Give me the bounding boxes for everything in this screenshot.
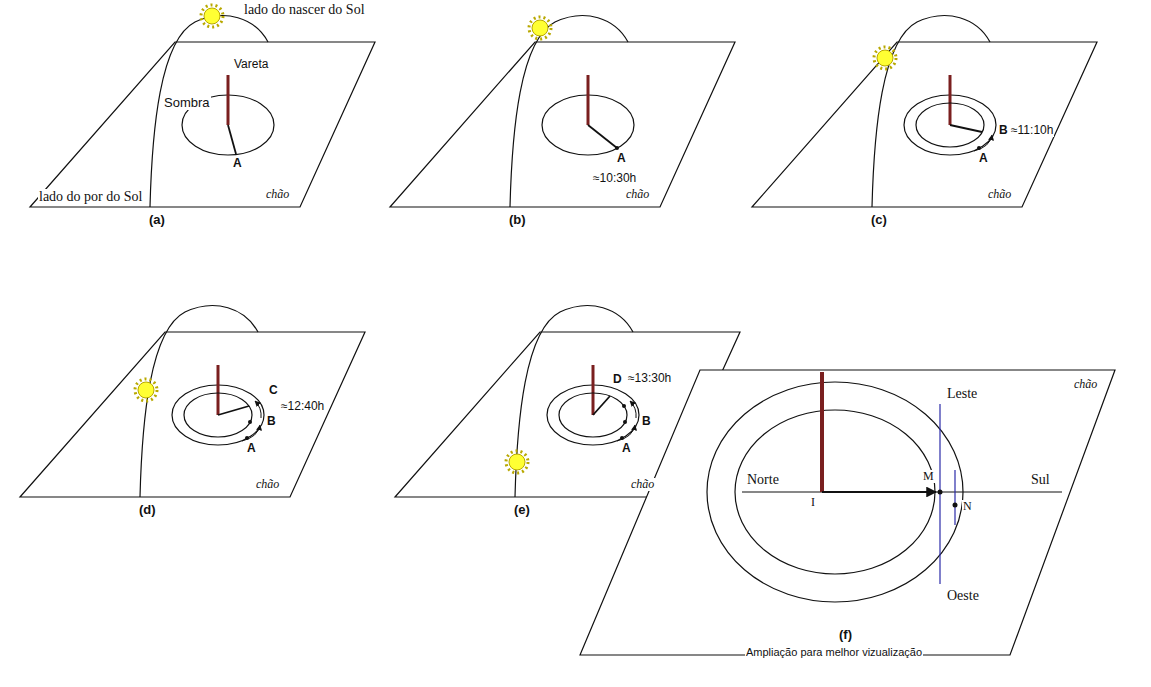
direction-note: lado do nascer do Sol <box>243 2 366 17</box>
time-label: ≈11:10h <box>1010 124 1054 137</box>
panel-label: (e) <box>513 503 531 517</box>
panel-c <box>752 16 1097 207</box>
panel-label: (c) <box>870 213 888 227</box>
panel-f <box>580 370 1115 655</box>
ground-label: chão <box>987 188 1012 201</box>
direction-label: Sul <box>1030 472 1051 487</box>
caption-note: Ampliação para melhor vizualização <box>745 646 923 658</box>
stick-label: Vareta <box>233 58 269 71</box>
shadow-label: Sombra <box>163 96 211 110</box>
ground-label: chão <box>255 478 280 491</box>
direction-label: Norte <box>746 472 780 487</box>
point-label: I <box>810 496 816 509</box>
point-label: A <box>246 442 257 455</box>
time-label: ≈10:30h <box>592 172 637 185</box>
panel-label: (b) <box>508 213 527 227</box>
point-label: D <box>612 373 623 386</box>
panel-label: (d) <box>138 503 157 517</box>
point-label: A <box>621 442 632 455</box>
panel-label: (f) <box>838 628 853 642</box>
point-label: N <box>962 500 973 513</box>
point-label: M <box>922 470 935 483</box>
ground-label: chão <box>265 188 290 201</box>
ground-label: chão <box>625 188 650 201</box>
direction-label: Oeste <box>946 588 980 603</box>
direction-note: lado do por do Sol <box>38 189 143 204</box>
ground-label: chão <box>1073 378 1098 391</box>
direction-label: Leste <box>946 386 978 401</box>
point-label: A <box>616 152 627 165</box>
time-label: ≈12:40h <box>280 400 325 413</box>
panel-d <box>20 306 365 497</box>
point-label: B <box>641 415 652 428</box>
ground-label: chão <box>630 478 655 491</box>
time-label: ≈13:30h <box>627 372 672 385</box>
point-label: B <box>998 124 1009 137</box>
point-label: C <box>268 384 279 397</box>
point-label: B <box>266 415 277 428</box>
point-label: A <box>232 157 243 170</box>
panel-a <box>30 5 375 207</box>
point-label: A <box>978 152 989 165</box>
panel-label: (a) <box>148 213 166 227</box>
panel-b <box>390 16 735 207</box>
